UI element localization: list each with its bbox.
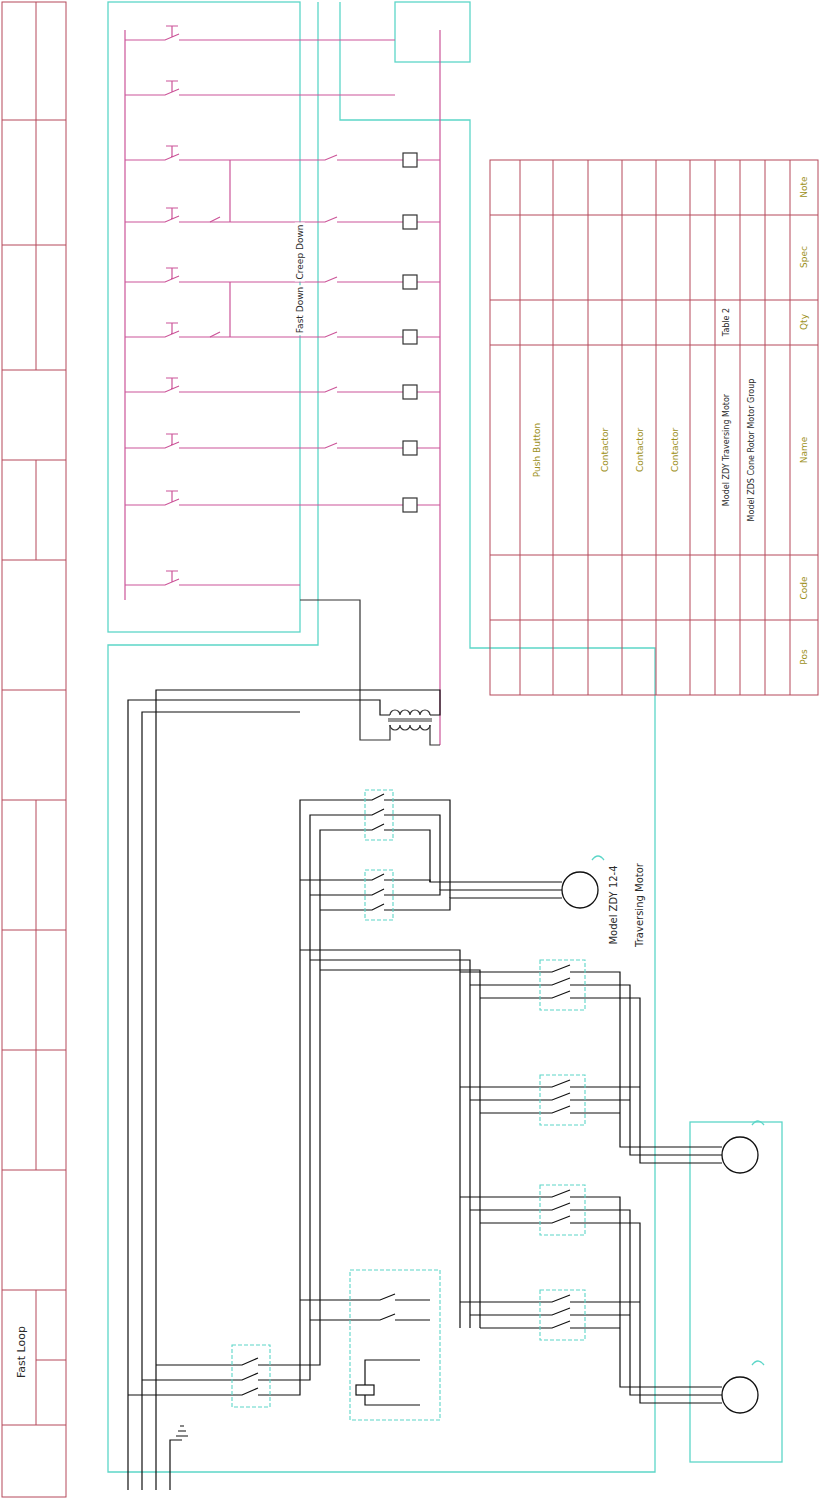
table-cell: Contactor <box>670 426 680 474</box>
motor-label: Model ZDY 12-4 <box>608 863 620 946</box>
table-header: Pos <box>799 647 809 666</box>
table-cell: Model ZDS Cone Rotor Motor Group <box>747 377 756 524</box>
table-header: Name <box>799 435 809 466</box>
table-cell: Model ZDY Traversing Motor <box>722 392 731 508</box>
table-cell: Table 2 <box>722 306 731 338</box>
switch-label: Creep Down <box>295 223 305 282</box>
brake-coil <box>356 1360 420 1405</box>
switch-label: Fast Down <box>295 285 305 335</box>
contactor-box <box>232 790 585 1420</box>
transformer-symbol <box>300 600 440 745</box>
table-cell: Contactor <box>600 426 610 474</box>
power-wiring <box>128 690 722 1490</box>
table-cell: Push Button <box>532 421 542 479</box>
table-header: Code <box>799 574 809 601</box>
control-wiring <box>125 26 440 745</box>
frame-outline <box>108 2 782 1472</box>
parts-table <box>490 160 818 695</box>
motor-symbol <box>562 856 764 1413</box>
table-header: Note <box>799 174 809 199</box>
title-strip <box>2 2 66 1497</box>
motor-label: Traversing Motor <box>634 861 646 949</box>
coil-symbol <box>403 153 417 512</box>
title-block-text: Fast Loop <box>16 1324 29 1380</box>
table-header: Spec <box>799 244 809 270</box>
table-header: Qty <box>799 312 809 332</box>
table-cell: Contactor <box>635 426 645 474</box>
